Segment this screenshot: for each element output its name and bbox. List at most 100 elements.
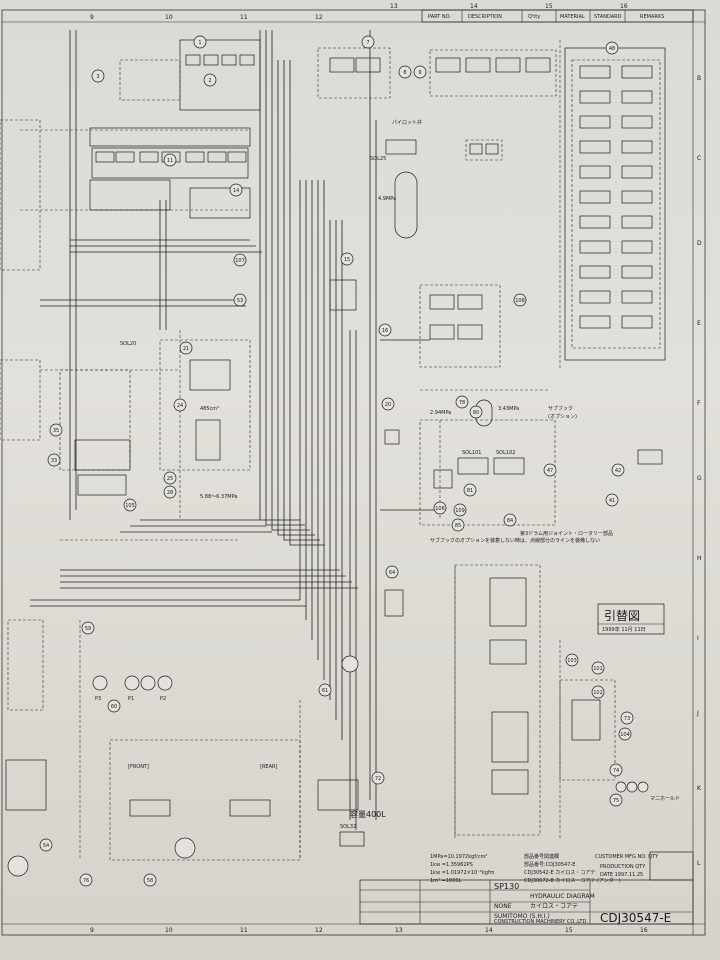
col-label: 9: [90, 927, 94, 934]
row-label: G: [697, 475, 702, 482]
callout-circle: [381, 397, 395, 411]
header-cell: MATERIAL: [560, 14, 585, 20]
callout-number: 41: [609, 498, 615, 504]
drawing-title: HYDRAULIC DIAGRAM: [530, 893, 595, 900]
control-valve-bank: [89, 39, 261, 219]
manifold-valve: [621, 240, 653, 254]
sol-label: SOL101: [462, 450, 481, 456]
callout-circle: [163, 153, 177, 167]
row-label: F: [697, 400, 701, 407]
company-sub: CONSTRUCTION MACHINERY CO.,LTD.: [494, 919, 588, 925]
header-cell: PART NO.: [428, 14, 451, 20]
callout-number: 24: [177, 403, 183, 409]
manifold-valve: [621, 65, 653, 79]
callout-circle: [463, 483, 477, 497]
col-label: 12: [315, 927, 323, 934]
callout-circle: [618, 727, 632, 741]
callout-number: 81: [467, 488, 473, 494]
manifold-valve: [621, 140, 653, 154]
model-name: SP130: [494, 882, 519, 891]
callout-circle: [79, 873, 93, 887]
callout-number: 72: [375, 776, 381, 782]
callout-circle: [605, 41, 619, 55]
col-label: 13: [395, 927, 403, 934]
col-label: 14: [485, 927, 493, 934]
unit-line: 1MPa=10.1972kgf/cm²: [430, 854, 487, 860]
callout-number: 16: [382, 328, 388, 334]
callout-number: 108: [515, 298, 525, 304]
callout-circle: [503, 513, 517, 527]
manifold-valve: [621, 190, 653, 204]
company-name: SUMITOMO (S.H.I.): [494, 913, 550, 920]
port-label: P2: [160, 696, 166, 702]
sol-label: SOL32: [340, 824, 356, 830]
callout-circle: [49, 423, 63, 437]
parts-note: 部品番号関連欄: [524, 853, 559, 860]
callout-circle: [565, 653, 579, 667]
pressure-label: 3.43MPa: [498, 406, 519, 412]
revision-stamp: 引替図 1999年 11月 11日: [597, 603, 665, 635]
production-label: PRODUCTION QTY: [600, 864, 646, 870]
callout-number: 42: [615, 468, 621, 474]
col-label: 16: [620, 3, 628, 10]
header-cell: Q'tty: [528, 14, 540, 20]
row-label: E: [697, 320, 701, 327]
sol-label: SOL25: [370, 156, 386, 162]
callout-number: 47: [547, 468, 553, 474]
callout-circle: [591, 685, 605, 699]
col-label: 14: [470, 3, 478, 10]
header-cell: STANDARD: [594, 14, 622, 20]
manifold-valve: [579, 265, 611, 279]
manifold-valve: [579, 215, 611, 229]
col-label: 13: [390, 3, 398, 10]
callout-circle: [451, 518, 465, 532]
callout-circle: [233, 293, 247, 307]
header-cell: DESCRIPTION: [468, 14, 502, 20]
pilot-valve-section: パイロット弁 4.9MPa SOL25: [317, 47, 422, 445]
drawing-date: DATE 1997.11.25: [600, 872, 643, 878]
parts-header-table: PART NO. DESCRIPTION Q'tty MATERIAL STAN…: [421, 9, 694, 23]
callout-number: 11: [167, 158, 173, 164]
right-lower-section: マニホールド: [454, 564, 680, 836]
callout-circle: [193, 35, 207, 49]
manifold-valve: [579, 115, 611, 129]
pressure-label: 4.9MPa: [378, 196, 396, 202]
callout-number: 60: [111, 704, 117, 710]
drawing-title-jp: カイロス・コアテ: [530, 903, 578, 910]
callout-number: 58: [147, 878, 153, 884]
callout-number: 28: [167, 490, 173, 496]
parts-note: CDJ30542-E カイロス・コアテ: [524, 870, 595, 876]
note: サブフックのオプションを装着しない時は、点線部分のラインを装備しない: [430, 537, 600, 544]
callout-number: 54: [43, 843, 49, 849]
column-numbers-bottom: 9 10 11 12 13 14 15 16: [90, 927, 648, 934]
row-letters: B C D E F G H I J K L: [696, 75, 702, 867]
note: マニホールド: [650, 796, 680, 802]
option-label: (オプション): [548, 414, 577, 420]
row-label: I: [697, 635, 699, 642]
callout-circle: [81, 621, 95, 635]
col-label: 10: [165, 14, 173, 21]
manifold-valves: [579, 65, 653, 329]
front-label: [FRONT]: [128, 764, 149, 770]
row-label: J: [696, 710, 699, 717]
manifold-valve: [579, 90, 611, 104]
manifold-valve: [579, 240, 611, 254]
callout-circle: [233, 253, 247, 267]
manifold-valve: [579, 190, 611, 204]
col-label: 16: [640, 927, 648, 934]
tank-label: 容量400L: [350, 809, 386, 819]
pressure-label: 5.88〜6.37MPa: [200, 494, 237, 500]
pressure-label: 2.94MPa: [430, 410, 451, 416]
valve-block-right-top: [429, 47, 666, 361]
callout-circle: [591, 661, 605, 675]
header-cell: REMARKS: [640, 14, 664, 20]
callout-number: 84: [507, 518, 513, 524]
customer-box: CUSTOMER MFG NO. QTY: [595, 854, 659, 860]
pilot-valve-label: パイロット弁: [392, 119, 422, 126]
callout-number: 3: [96, 74, 99, 80]
manifold-valve: [579, 165, 611, 179]
callout-number: 85: [455, 523, 461, 529]
